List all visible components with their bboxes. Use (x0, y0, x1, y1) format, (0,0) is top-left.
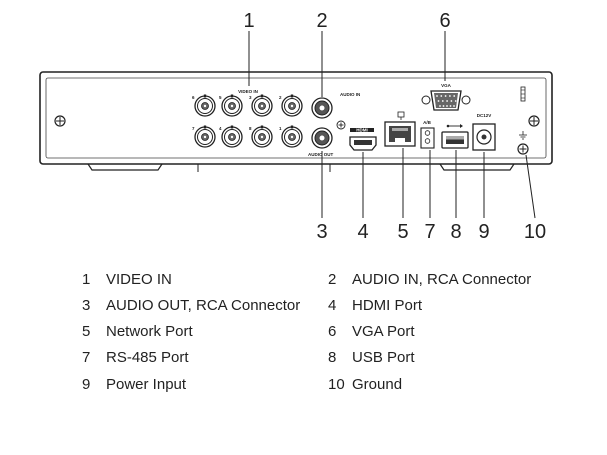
legend-number: 10 (328, 376, 345, 393)
legend-number: 6 (328, 323, 337, 340)
hdmi-panel-label: HDMI (356, 128, 368, 133)
ground-screw (517, 143, 529, 155)
callout-number: 9 (478, 221, 489, 243)
bnc-number: 1 (279, 126, 282, 131)
usb-icon (446, 124, 463, 128)
bnc-number: 4 (219, 126, 222, 131)
bnc-number: 5 (219, 95, 222, 100)
vga-panel-label: VGA (441, 83, 452, 88)
audio-in-rca (311, 97, 333, 119)
audio-out-panel-label: AUDIO OUT (308, 152, 334, 157)
usb-port (441, 131, 469, 149)
callout-number: 8 (450, 221, 461, 243)
legend-label: RS-485 Port (106, 349, 189, 366)
bnc-number: 2 (279, 95, 282, 100)
bnc-connector (194, 125, 216, 148)
legend-item: 4 HDMI Port (328, 297, 422, 314)
legend-item: 10 Ground (328, 376, 402, 393)
legend-item: 5 Network Port (82, 323, 193, 340)
legend-label: HDMI Port (352, 297, 423, 314)
left-screw (54, 115, 66, 127)
legend-item: 1 VIDEO IN (82, 271, 172, 288)
legend-number: 9 (82, 376, 91, 393)
vga-port (421, 90, 471, 111)
callout-leader-line (525, 154, 536, 219)
bnc-connector (251, 94, 273, 117)
legend-label: USB Port (352, 349, 415, 366)
bnc-number: 7 (192, 126, 195, 131)
legend-number: 3 (82, 297, 91, 314)
audio-out-rca (311, 127, 333, 149)
power-jack (472, 123, 496, 151)
bnc-connector (194, 94, 216, 117)
legend-label: Network Port (106, 323, 193, 340)
video-in-bnc-group: 6 5 3 2 7 4 8 1 (192, 94, 303, 148)
legend-number: 4 (328, 297, 337, 314)
callout-number: 5 (397, 221, 408, 243)
callout-number: 1 (243, 10, 254, 32)
bnc-connector (281, 125, 303, 148)
network-port (384, 121, 416, 147)
bnc-connector (281, 94, 303, 117)
legend-item: 7 RS-485 Port (82, 349, 189, 366)
audio-plus-icon (336, 120, 346, 130)
video-in-panel-label: VIDEO IN (238, 89, 258, 94)
legend-number: 1 (82, 271, 91, 288)
network-icon (397, 111, 405, 120)
legend-label: AUDIO IN, RCA Connector (352, 271, 532, 288)
bnc-number: 3 (249, 95, 252, 100)
legend-number: 8 (328, 349, 337, 366)
bnc-connector (251, 125, 273, 148)
legend-label: Power Input (106, 376, 187, 393)
callout-number: 10 (524, 221, 546, 243)
legend-item: 3 AUDIO OUT, RCA Connector (82, 297, 300, 314)
bnc-number: 8 (249, 126, 252, 131)
chassis (39, 71, 553, 172)
dc-panel-label: DC12V (477, 113, 492, 118)
vent-slot (520, 86, 526, 102)
hdmi-logo-bar (350, 128, 374, 132)
callout-number: 6 (439, 10, 450, 32)
callout-number: 2 (316, 10, 327, 32)
bnc-number: 6 (192, 95, 195, 100)
legend-number: 5 (82, 323, 91, 340)
legend-label: VIDEO IN (106, 271, 172, 288)
rear-panel-diagram: VIDEO IN 6 5 3 2 7 4 8 1 AUDIO IN AUDIO OUT HDM… (39, 10, 553, 243)
hdmi-port (349, 136, 377, 151)
legend-label: Ground (352, 376, 403, 393)
rs485-port (420, 127, 435, 149)
rs485-panel-label: A/B (423, 120, 432, 125)
right-screw (528, 115, 540, 127)
callout-number: 3 (316, 221, 327, 243)
legend-item: 8 USB Port (328, 349, 415, 366)
callout-number: 7 (424, 221, 435, 243)
legend-label: VGA Port (352, 323, 415, 340)
legend-label: AUDIO OUT, RCA Connector (106, 297, 301, 314)
legend-number: 7 (82, 349, 91, 366)
legend-number: 2 (328, 271, 337, 288)
audio-in-panel-label: AUDIO IN (340, 92, 360, 97)
ground-icon (519, 131, 527, 140)
callout-number: 4 (357, 221, 368, 243)
legend-item: 9 Power Input (82, 376, 186, 393)
bnc-connector (221, 125, 243, 148)
legend-item: 6 VGA Port (328, 323, 415, 340)
legend-item: 2 AUDIO IN, RCA Connector (328, 271, 531, 288)
bnc-connector (221, 94, 243, 117)
